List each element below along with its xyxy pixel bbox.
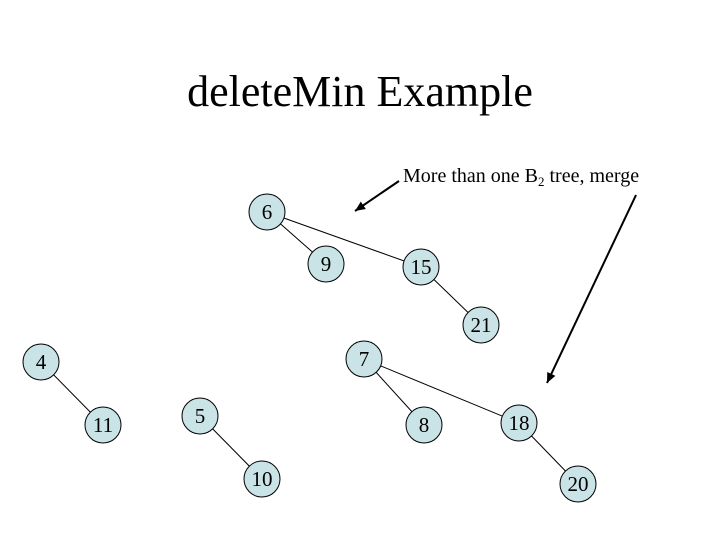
tree-edge [266,211,422,268]
merge-annotation: More than one B2 tree, merge [403,162,639,190]
arrow-to-b2-tree-1 [354,180,400,212]
node-label: 7 [359,347,370,371]
node-label: 18 [509,411,530,435]
node-label: 11 [93,413,113,437]
tree-node-4: 4 [22,343,60,381]
node-circle [22,343,60,381]
node-label: 9 [321,252,332,276]
node-circle [345,340,383,378]
node-label: 8 [419,413,430,437]
tree-node-21: 21 [462,306,500,344]
node-circle [462,306,500,344]
tree-node-5: 5 [181,397,219,435]
node-circle [243,460,281,498]
tree-node-7: 7 [345,340,383,378]
tree-node-18: 18 [500,404,538,442]
node-circle [307,245,345,283]
tree-node-15: 15 [402,248,440,286]
arrow-to-b2-tree-2 [546,194,637,384]
tree-node-6: 6 [248,193,286,231]
node-label: 4 [36,350,47,374]
tree-node-10: 10 [243,460,281,498]
node-label: 15 [411,255,432,279]
node-circle [500,404,538,442]
node-label: 5 [195,404,206,428]
annotation-text-before: More than one B [403,165,538,187]
node-circle [248,193,286,231]
tree-node-9: 9 [307,245,345,283]
node-circle [559,465,597,503]
tree-nodes: 6 9 15 21 4 7 11 5 8 18 10 20 [22,193,597,503]
tree-edge [363,358,520,424]
node-circle [181,397,219,435]
node-label: 6 [262,200,273,224]
tree-node-11: 11 [84,406,122,444]
node-label: 10 [252,467,273,491]
annotation-subscript: 2 [537,174,545,189]
annotation-text-after: tree, merge [544,165,640,187]
annotation-arrows [354,180,637,384]
tree-edges [40,211,579,485]
slide-title: deleteMin Example [187,67,533,116]
tree-node-20: 20 [559,465,597,503]
node-circle [84,406,122,444]
node-label: 21 [471,313,492,337]
node-circle [405,406,443,444]
node-label: 20 [568,472,589,496]
tree-node-8: 8 [405,406,443,444]
node-circle [402,248,440,286]
